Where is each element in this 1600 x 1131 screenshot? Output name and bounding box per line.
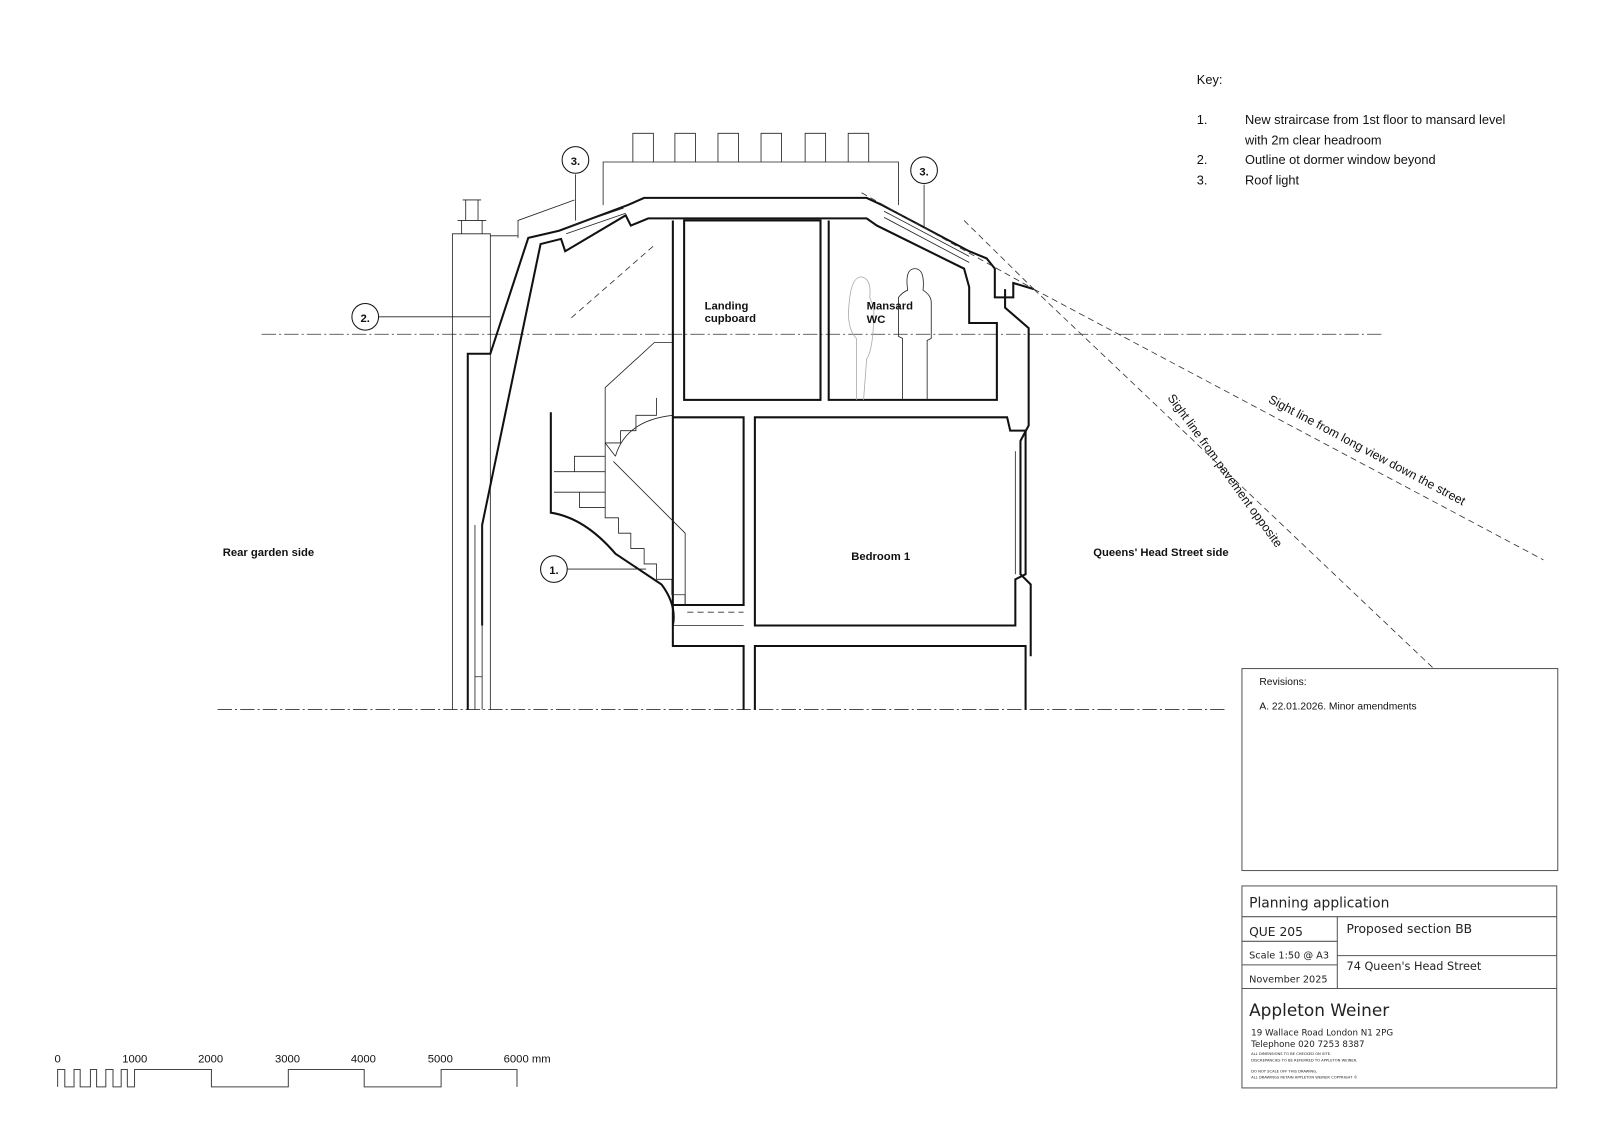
key-num: 3. bbox=[1197, 173, 1208, 188]
practice-name: Appleton Weiner bbox=[1249, 1000, 1389, 1020]
revisions-title: Revisions: bbox=[1259, 677, 1306, 688]
practice-telephone: Telephone 020 7253 8387 bbox=[1250, 1040, 1364, 1050]
scale-label: 4000 bbox=[351, 1053, 376, 1065]
drawing-title: Proposed section BB bbox=[1347, 922, 1473, 936]
room-label-landing: Landing bbox=[705, 301, 749, 313]
scale-label: 6000 mm bbox=[504, 1053, 551, 1065]
side-label-rear: Rear garden side bbox=[223, 547, 314, 559]
key-text: Roof light bbox=[1245, 173, 1300, 188]
key-text: with 2m clear headroom bbox=[1244, 133, 1382, 148]
room-label-wc: WC bbox=[867, 314, 886, 326]
note: ALL DRAWINGS RETAIN APPLETON WEINER COPY… bbox=[1251, 1076, 1358, 1080]
date: November 2025 bbox=[1249, 974, 1328, 985]
note: ALL DIMENSIONS TO BE CHECKED ON SITE. bbox=[1251, 1052, 1331, 1056]
svg-text:3.: 3. bbox=[571, 156, 580, 168]
revisions-box: Revisions: A. 22.01.2026. Minor amendmen… bbox=[1241, 668, 1559, 872]
callout-1: 1. bbox=[540, 555, 647, 583]
scale: Scale 1:50 @ A3 bbox=[1249, 951, 1329, 962]
callout-3-left: 3. bbox=[561, 146, 590, 221]
svg-text:2.: 2. bbox=[361, 313, 370, 325]
callout-2: 2. bbox=[351, 303, 491, 331]
scale-label: 1000 bbox=[122, 1053, 147, 1065]
key-num: 1. bbox=[1197, 112, 1208, 127]
sight-line-label-long: Sight line from long view down the stree… bbox=[1266, 392, 1468, 508]
scale-label: 5000 bbox=[428, 1053, 453, 1065]
key-text: Outline ot dormer window beyond bbox=[1245, 152, 1436, 167]
landing-cupboard-outline bbox=[683, 219, 822, 401]
revision-item: A. 22.01.2026. Minor amendments bbox=[1259, 702, 1416, 713]
key: Key: 1. New straircase from 1st floor to… bbox=[1197, 72, 1505, 187]
room-label-wc: Mansard bbox=[867, 301, 913, 313]
key-num: 2. bbox=[1197, 152, 1208, 167]
building-section: 3. 3. 2. 1. Landing cupboard Mansard WC … bbox=[223, 132, 1229, 710]
sight-line-label-pavement: Sight line from pavement opposite bbox=[1165, 391, 1286, 550]
status: Planning application bbox=[1249, 895, 1389, 911]
note: DISCREPANCIES TO BE REFERRED TO APPLETON… bbox=[1251, 1058, 1357, 1062]
scale-label: 0 bbox=[55, 1053, 61, 1065]
address: 74 Queen's Head Street bbox=[1347, 960, 1482, 973]
scale-label: 2000 bbox=[198, 1053, 223, 1065]
key-text: New straircase from 1st floor to mansard… bbox=[1245, 112, 1505, 127]
title-block: Planning application QUE 205 Scale 1:50 … bbox=[1241, 885, 1558, 1089]
note: DO NOT SCALE OFF THIS DRAWING. bbox=[1251, 1070, 1317, 1074]
side-label-street: Queens' Head Street side bbox=[1093, 547, 1228, 559]
room-label-bedroom: Bedroom 1 bbox=[851, 551, 910, 563]
svg-text:1.: 1. bbox=[549, 565, 558, 577]
svg-text:3.: 3. bbox=[919, 166, 928, 178]
sight-lines: Sight line from long view down the stree… bbox=[861, 192, 1544, 669]
key-title: Key: bbox=[1197, 72, 1223, 87]
room-label-landing: cupboard bbox=[705, 313, 756, 325]
callout-3-right: 3. bbox=[910, 156, 938, 228]
practice-address: 19 Wallace Road London N1 2PG bbox=[1251, 1029, 1393, 1039]
scale-bar: 0 1000 2000 3000 4000 5000 6000 mm bbox=[55, 1053, 551, 1088]
job-number: QUE 205 bbox=[1249, 925, 1303, 939]
scale-label: 3000 bbox=[275, 1053, 300, 1065]
